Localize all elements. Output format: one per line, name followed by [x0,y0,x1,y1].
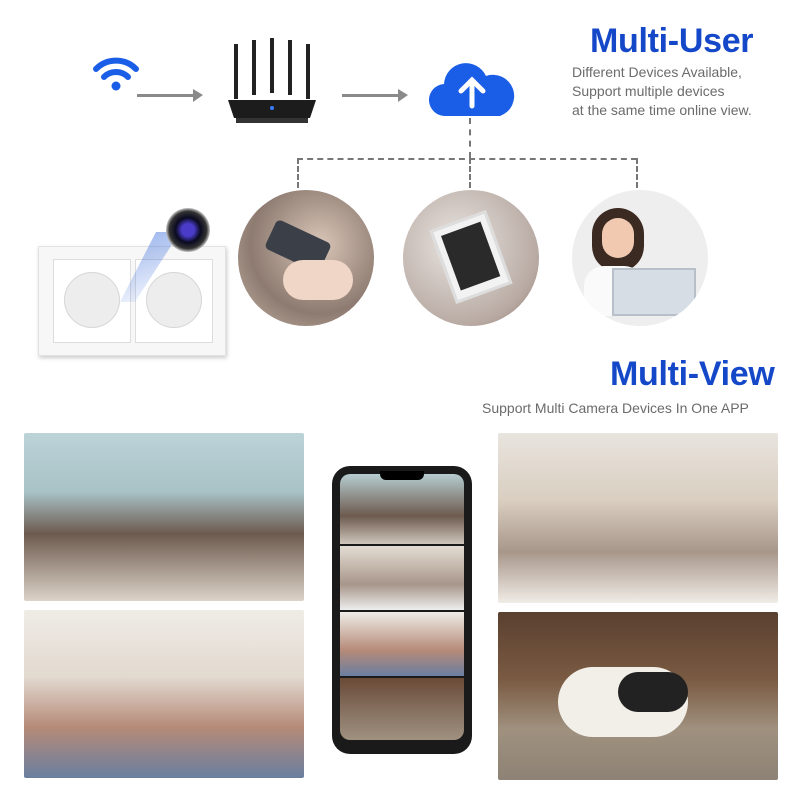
camera-feed-1[interactable] [340,474,464,544]
cloud-upload-icon [428,63,515,117]
description-line: at the same time online view. [572,102,752,118]
multi-user-title: Multi-User [590,22,754,60]
camera-feed-3[interactable] [340,612,464,676]
camera-feed-4[interactable] [340,678,464,740]
puppy-photo [498,612,778,780]
description-line: Support multiple devices [572,83,725,99]
tablet-user-photo [403,190,539,326]
family-table-photo [24,433,304,601]
description-line: Different Devices Available, [572,64,742,80]
multi-view-title: Multi-View [610,355,775,393]
friends-toast-photo [498,433,778,603]
wifi-icon [93,57,139,91]
camera-feed-2[interactable] [340,546,464,610]
router-icon [228,38,316,123]
birthday-party-photo [24,610,304,778]
connector-line [469,158,471,188]
connector-line [636,158,638,188]
laptop-user-photo [572,190,708,326]
connector-line [297,158,299,188]
camera-lens-icon [166,208,210,252]
multi-view-subtitle: Support Multi Camera Devices In One APP [482,400,749,416]
connector-line [469,118,471,158]
connector-line [297,158,637,160]
multi-user-description: Different Devices Available, Support mul… [572,63,752,120]
arrow-to-router [137,89,203,102]
smartphone-app-view [332,466,472,754]
arrow-to-cloud [342,89,408,102]
smartphone-user-photo [238,190,374,326]
